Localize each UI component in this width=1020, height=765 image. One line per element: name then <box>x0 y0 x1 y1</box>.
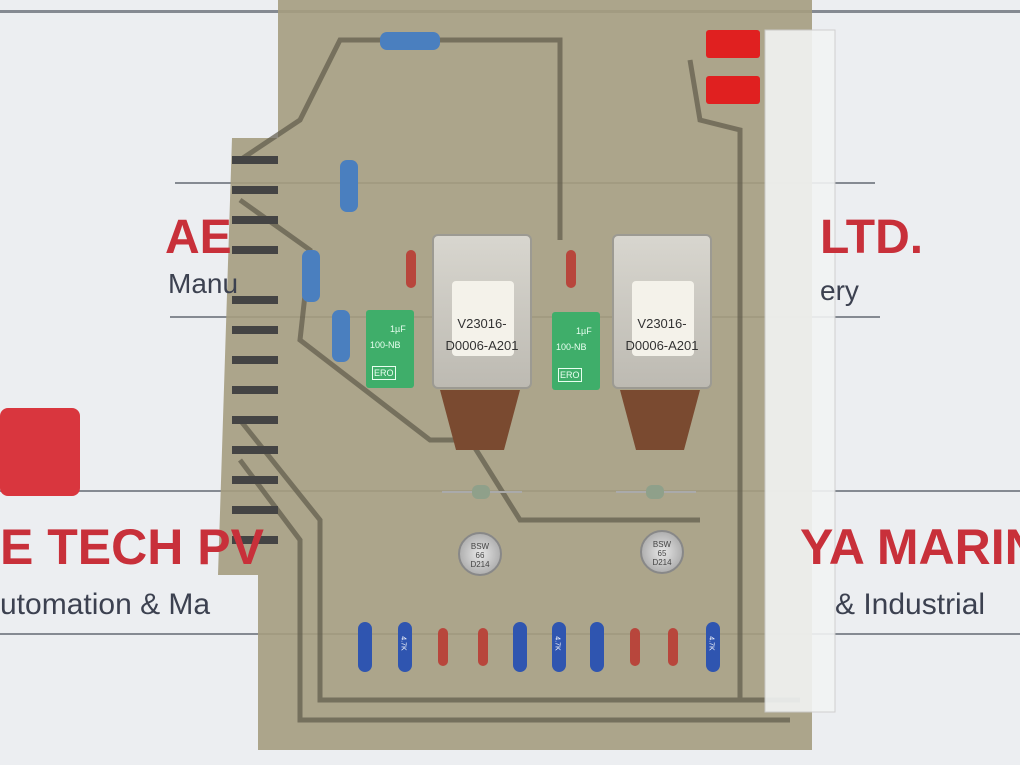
transistor-label: BSW <box>470 542 490 551</box>
relay-base <box>440 390 520 450</box>
relay-coil <box>452 281 514 356</box>
resistor <box>358 622 372 672</box>
connector-pin <box>706 76 760 104</box>
resistor-label: 4.7K <box>399 636 407 651</box>
resistor <box>630 628 640 666</box>
transistor-label: 66 <box>475 551 485 560</box>
connector-pin <box>706 30 760 58</box>
relay-label: V23016- <box>637 316 687 331</box>
diode-body <box>472 485 490 499</box>
relay: V23016- D0006-A201 <box>612 234 712 389</box>
capacitor: 1µF 100-NB ERO <box>366 310 414 388</box>
pcb-traces <box>238 37 800 723</box>
resistor: 4.7K <box>552 622 566 672</box>
capacitor-rating: 100-NB <box>556 342 587 352</box>
resistor <box>478 628 488 666</box>
relay-label: D0006-A201 <box>625 338 699 353</box>
diode-body <box>646 485 664 499</box>
capacitor-brand: ERO <box>558 368 582 382</box>
relay-label: V23016- <box>457 316 507 331</box>
resistor <box>513 622 527 672</box>
acrylic-front-panel <box>764 29 836 713</box>
resistor <box>340 160 358 212</box>
capacitor-rating: 100-NB <box>370 340 401 350</box>
watermark-text: & Industrial <box>835 588 986 621</box>
resistor <box>590 622 604 672</box>
capacitor-value: 1µF <box>390 324 406 334</box>
resistor <box>302 250 320 302</box>
transistor-label: D214 <box>652 558 672 567</box>
resistor <box>668 628 678 666</box>
capacitor: 1µF 100-NB ERO <box>552 312 600 390</box>
edge-connector-fingers <box>232 156 278 544</box>
transistor-label: BSW <box>652 540 672 549</box>
resistor-label: 4.7K <box>707 636 715 651</box>
watermark-text: YA MARIN <box>800 519 1020 575</box>
transistor-label: 65 <box>657 549 667 558</box>
capacitor-brand: ERO <box>372 366 396 380</box>
relay-label: D0006-A201 <box>445 338 519 353</box>
watermark-text: AE <box>165 211 232 264</box>
watermark-text: utomation & Ma <box>0 588 211 621</box>
transistor: BSW 65 D214 <box>640 530 684 574</box>
watermark-text: ery <box>820 275 859 306</box>
capacitor-value: 1µF <box>576 326 592 336</box>
diode <box>442 485 522 499</box>
watermark-text: E TECH PV <box>0 519 264 575</box>
resistor <box>566 250 576 288</box>
logo-mark <box>0 408 80 496</box>
resistor <box>438 628 448 666</box>
watermark-text: LTD. <box>820 211 924 264</box>
resistor-label: 4.7K <box>553 636 561 651</box>
resistor: 4.7K <box>706 622 720 672</box>
relay-coil <box>632 281 694 356</box>
resistor <box>380 32 440 50</box>
relay: V23016- D0006-A201 <box>432 234 532 389</box>
transistor: BSW 66 D214 <box>458 532 502 576</box>
diode <box>616 485 696 499</box>
resistor: 4.7K <box>398 622 412 672</box>
resistor <box>332 310 350 362</box>
resistor <box>406 250 416 288</box>
transistor-label: D214 <box>470 560 490 569</box>
watermark-text: Manu <box>168 268 239 299</box>
